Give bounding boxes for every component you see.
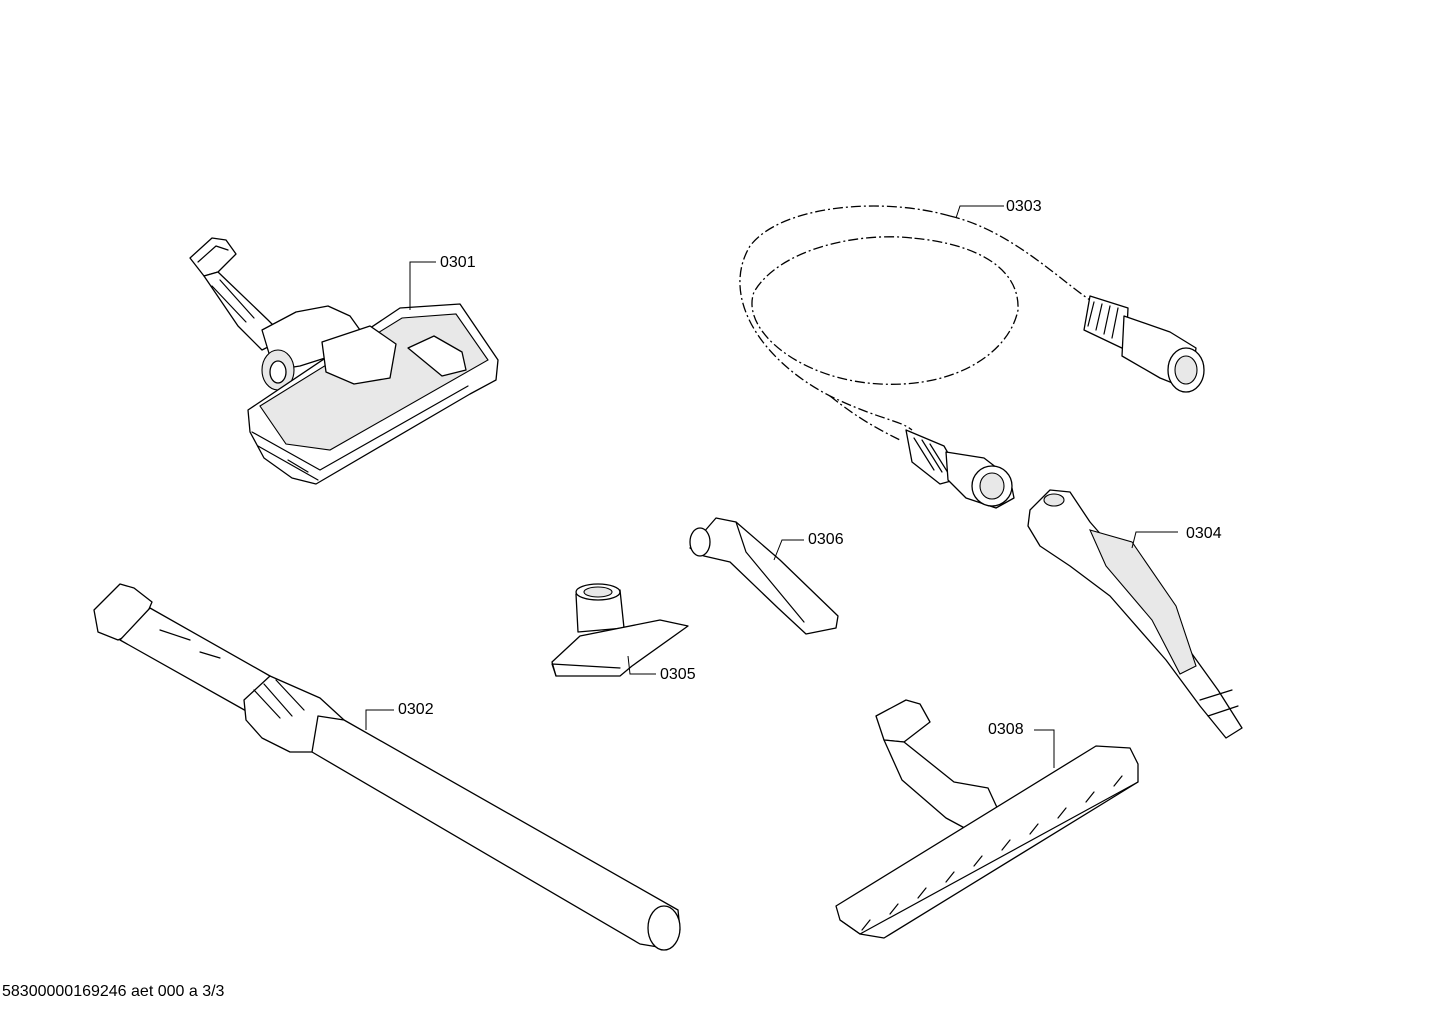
- telescopic-tube-part[interactable]: [93, 583, 681, 951]
- part-label-0306[interactable]: 0306: [808, 531, 844, 548]
- parquet-nozzle-part[interactable]: [835, 699, 1139, 939]
- drawing-reference-footer: 58300000169246 aet 000 a 3/3: [2, 983, 225, 1000]
- part-label-0302[interactable]: 0302: [398, 701, 434, 718]
- handle-part[interactable]: [1027, 489, 1243, 739]
- leader-0305: [627, 655, 656, 675]
- leader-0306: [773, 539, 804, 561]
- part-label-0303[interactable]: 0303: [1006, 198, 1042, 215]
- crevice-nozzle-part[interactable]: [689, 517, 839, 635]
- part-label-0308[interactable]: 0308: [988, 721, 1024, 738]
- leader-0304: [1131, 531, 1178, 549]
- leader-0303: [955, 205, 1004, 219]
- hose-part[interactable]: [739, 205, 1205, 509]
- leader-0308: [1034, 729, 1055, 768]
- upholstery-nozzle-part[interactable]: [551, 583, 689, 677]
- leader-0301: [409, 261, 436, 310]
- part-label-0305[interactable]: 0305: [660, 666, 696, 683]
- part-label-0301[interactable]: 0301: [440, 254, 476, 271]
- leader-0302: [365, 709, 394, 730]
- floor-nozzle-turbo-part[interactable]: [189, 237, 499, 485]
- part-label-0304[interactable]: 0304: [1186, 525, 1222, 542]
